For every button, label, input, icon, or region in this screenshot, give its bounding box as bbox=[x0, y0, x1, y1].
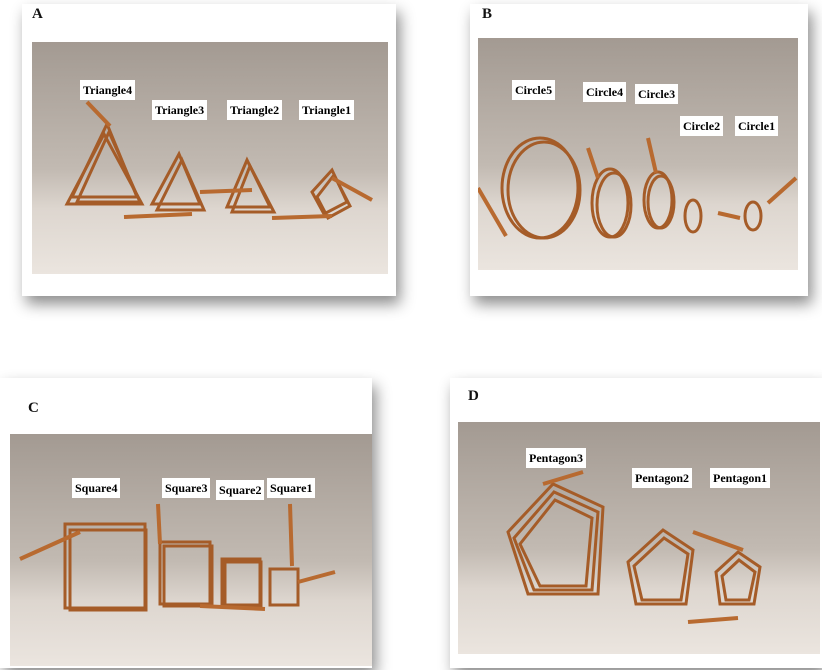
label-square3: Square3 bbox=[162, 478, 211, 498]
label-square4: Square4 bbox=[72, 478, 121, 498]
label-triangle2: Triangle2 bbox=[227, 100, 283, 120]
label-square2: Square2 bbox=[216, 480, 265, 500]
label-pentagon3: Pentagon3 bbox=[526, 448, 586, 468]
square-coils-illustration bbox=[19, 503, 336, 612]
label-circle1: Circle1 bbox=[735, 116, 779, 136]
panel-d: D Pentagon3 Pentagon2 Pentagon1 bbox=[450, 378, 822, 668]
panel-letter-c: C bbox=[28, 400, 39, 416]
label-circle3: Circle3 bbox=[635, 84, 679, 104]
photo-circle-coils bbox=[478, 38, 798, 270]
panel-letter-b: B bbox=[482, 6, 493, 22]
label-circle5: Circle5 bbox=[512, 80, 556, 100]
label-pentagon2: Pentagon2 bbox=[632, 468, 692, 488]
label-square1: Square1 bbox=[267, 478, 316, 498]
photo-square-coils bbox=[10, 434, 372, 666]
panel-c: C Square4 Square3 Square2 Square1 bbox=[0, 378, 372, 668]
triangle-coils-illustration bbox=[64, 100, 373, 221]
photo-pentagon-coils bbox=[458, 422, 820, 654]
panel-letter-a: A bbox=[32, 6, 43, 22]
label-circle2: Circle2 bbox=[680, 116, 724, 136]
label-triangle3: Triangle3 bbox=[152, 100, 208, 120]
panel-a: A Triangle4 Triangle3 Tr bbox=[22, 4, 396, 296]
panel-b: B Circle5 Circle4 Circle3 Circl bbox=[470, 4, 808, 296]
label-triangle4: Triangle4 bbox=[80, 80, 136, 100]
panel-letter-d: D bbox=[468, 388, 479, 404]
label-circle4: Circle4 bbox=[583, 82, 627, 102]
circle-coils-illustration bbox=[478, 136, 798, 240]
label-pentagon1: Pentagon1 bbox=[710, 468, 770, 488]
label-triangle1: Triangle1 bbox=[299, 100, 355, 120]
photo-triangle-coils bbox=[32, 42, 388, 274]
pentagon-coils-illustration bbox=[506, 470, 762, 624]
